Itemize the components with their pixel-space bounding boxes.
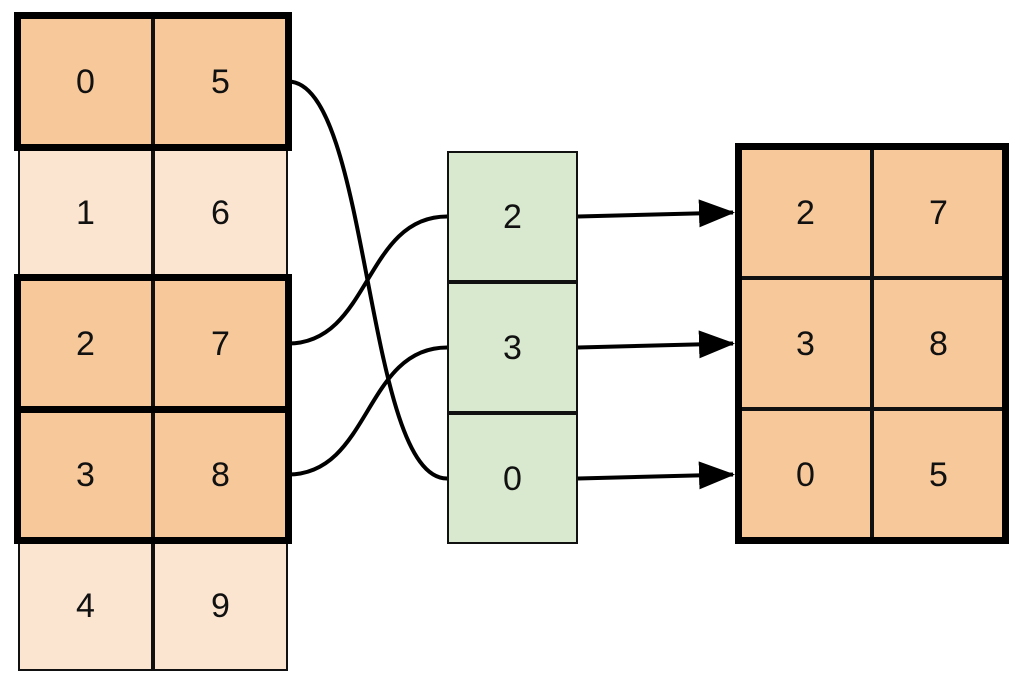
source-cell-r1-c0: 1 [18, 147, 153, 278]
result-arrows [577, 199, 735, 490]
source-cell-r0-c0: 0 [18, 16, 153, 147]
arrow-index-1-to-result-1 [577, 330, 735, 359]
link-row-2-to-index-0 [287, 214, 448, 346]
arrow-index-2-to-result-2 [577, 461, 735, 490]
lookup-curves [287, 79, 448, 481]
link-row-3-to-index-1 [287, 345, 448, 477]
index-cell-r2-c0: 0 [447, 413, 578, 544]
index-cell-r1-c0: 3 [447, 282, 578, 413]
result-cell-r1-c0: 3 [739, 278, 872, 409]
index-cell-r0-c0: 2 [447, 151, 578, 282]
source-cell-r3-c0: 3 [18, 409, 153, 540]
source-cell-r4-c0: 4 [18, 540, 153, 671]
arrow-index-0-to-result-0 [577, 199, 735, 228]
source-cell-r0-c1: 5 [153, 16, 288, 147]
result-cell-r1-c1: 8 [872, 278, 1005, 409]
source-cell-r2-c0: 2 [18, 278, 153, 409]
result-cell-r2-c1: 5 [872, 409, 1005, 540]
source-cell-r4-c1: 9 [153, 540, 288, 671]
